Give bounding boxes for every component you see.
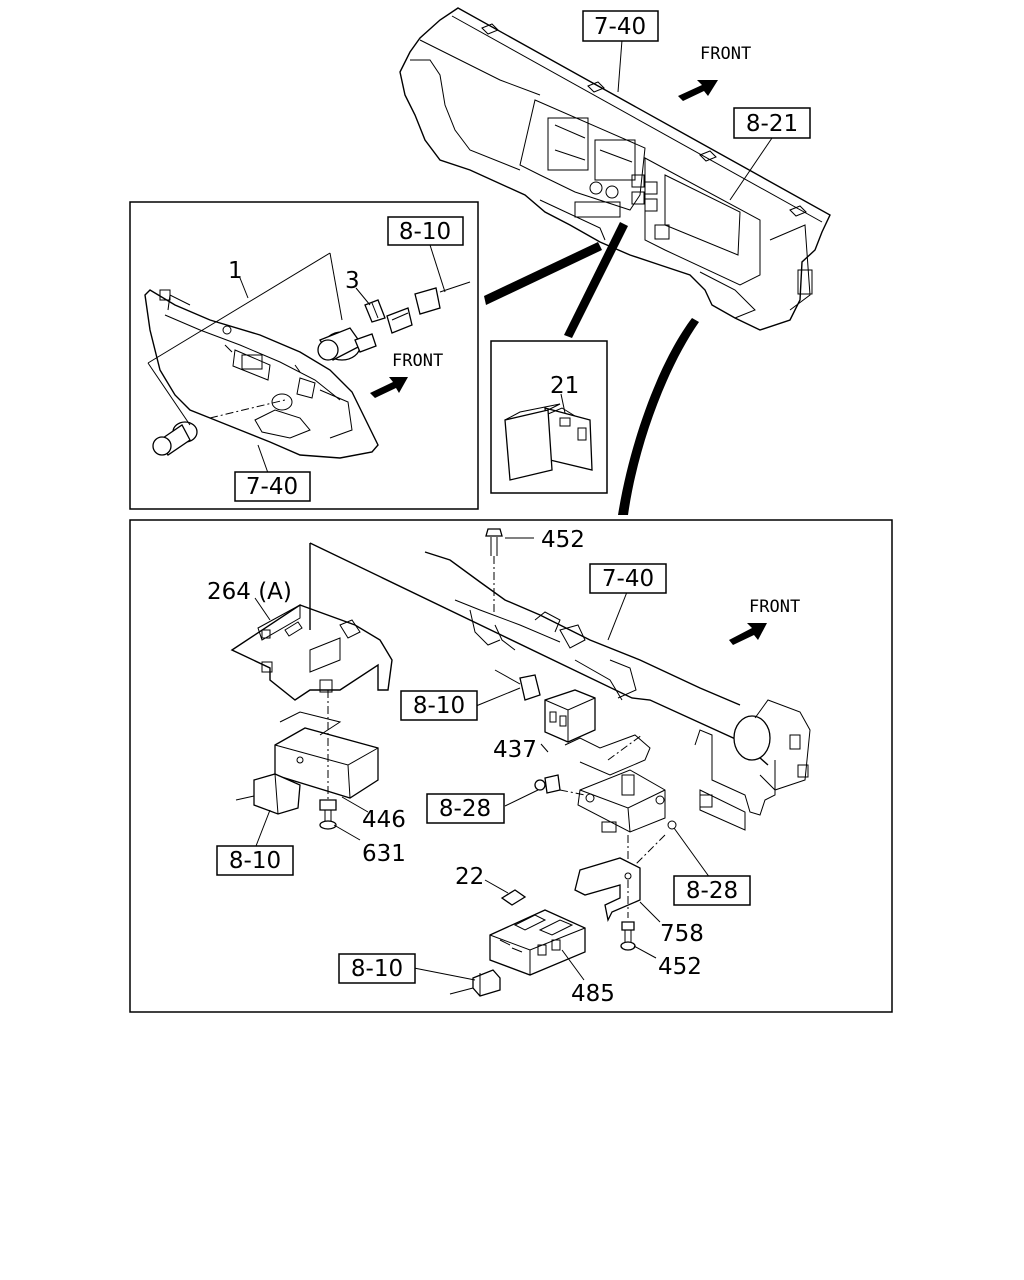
main-detail-drawing (230, 528, 811, 997)
ref-box-main-8-28-a: 8-28 (426, 793, 505, 824)
front-arrow-icon (729, 623, 767, 645)
part-label-452-bottom: 452 (658, 954, 702, 980)
part-label-446: 446 (362, 807, 406, 833)
svg-text:8-10: 8-10 (351, 956, 403, 982)
ref-box-main-8-10-c: 8-10 (338, 953, 416, 984)
part-label-485: 485 (571, 981, 615, 1007)
svg-text:8-10: 8-10 (413, 693, 465, 719)
ref-box-main-8-10-a: 8-10 (400, 690, 478, 721)
front-arrow-icon (678, 80, 718, 101)
part-label-21: 21 (550, 373, 579, 399)
svg-text:8-10: 8-10 (399, 219, 451, 245)
callout-to-main-panel (618, 318, 699, 515)
part-label-3: 3 (345, 268, 360, 294)
ref-box-main-8-28-b: 8-28 (673, 875, 751, 906)
switch-21-drawing (504, 393, 593, 481)
part-label-452-top: 452 (541, 527, 585, 553)
svg-text:FRONT: FRONT (749, 597, 800, 617)
left-detail-drawing (144, 244, 471, 474)
svg-text:7-40: 7-40 (246, 474, 298, 500)
svg-text:FRONT: FRONT (700, 44, 751, 64)
ref-box-top-7-40: 7-40 (582, 10, 659, 42)
dashboard-overview (399, 7, 831, 331)
ref-box-left-7-40: 7-40 (234, 471, 311, 502)
svg-text:7-40: 7-40 (594, 14, 646, 40)
part-label-1: 1 (228, 258, 243, 284)
callout-to-left-panel (484, 242, 602, 305)
front-indicator-left: FRONT (370, 351, 443, 398)
front-indicator-top: FRONT (678, 44, 751, 101)
svg-text:FRONT: FRONT (392, 351, 443, 371)
main-detail-frame (129, 519, 893, 1013)
switch-detail-frame (490, 340, 608, 494)
ref-box-left-8-10: 8-10 (387, 216, 464, 246)
svg-text:8-21: 8-21 (746, 111, 798, 137)
part-label-437: 437 (493, 737, 537, 763)
part-label-758: 758 (660, 921, 704, 947)
front-arrow-icon (370, 377, 408, 398)
ref-box-top-8-21: 8-21 (733, 107, 811, 139)
left-detail-frame (129, 201, 479, 510)
ref-box-main-7-40: 7-40 (589, 563, 667, 594)
svg-text:8-10: 8-10 (229, 848, 281, 874)
part-label-264a: 264 (A) (207, 579, 292, 605)
svg-text:8-28: 8-28 (439, 796, 491, 822)
svg-text:8-28: 8-28 (686, 878, 738, 904)
front-indicator-main: FRONT (729, 597, 800, 645)
ref-box-main-8-10-b: 8-10 (216, 845, 294, 876)
part-label-22: 22 (455, 864, 484, 890)
svg-text:7-40: 7-40 (602, 566, 654, 592)
part-label-631: 631 (362, 841, 406, 867)
callout-to-switch-panel (564, 222, 628, 338)
